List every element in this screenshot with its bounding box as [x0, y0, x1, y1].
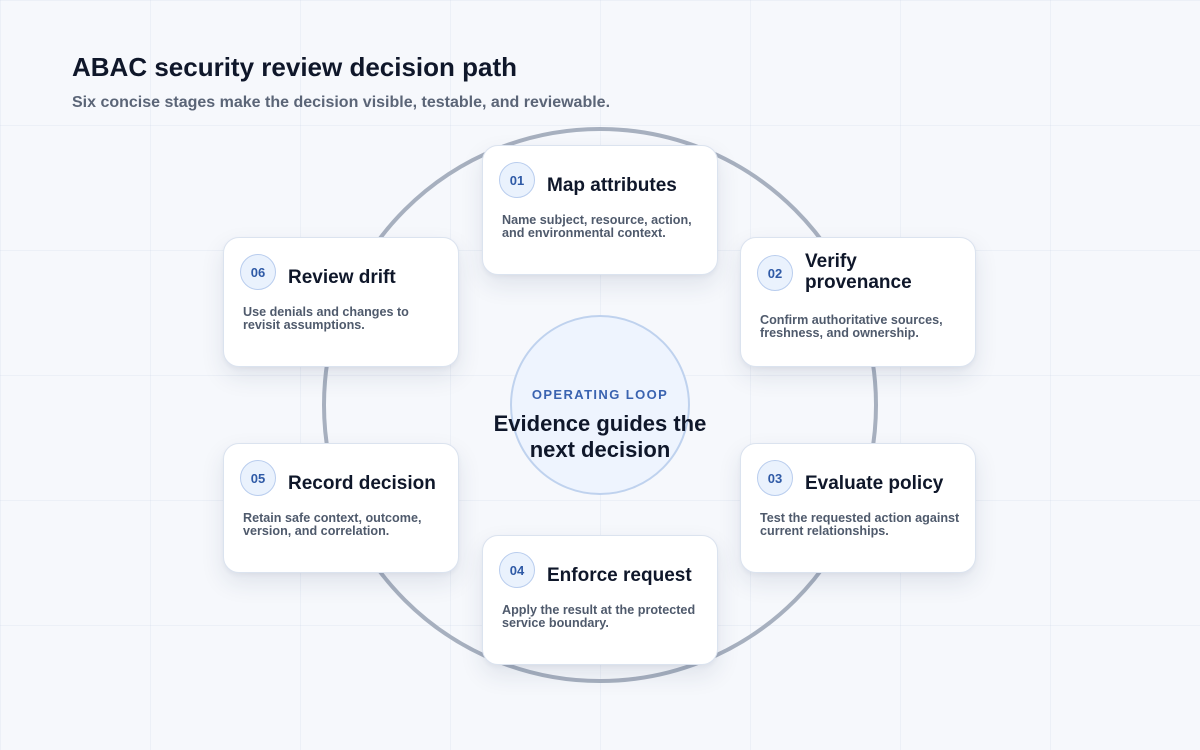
- stage-description: Confirm authoritative sources, freshness…: [760, 313, 943, 341]
- stage-description: Retain safe context, outcome, version, a…: [243, 511, 422, 539]
- loop-ring-circle: [322, 127, 878, 683]
- center-headline: Evidence guides the next decision: [493, 411, 707, 462]
- stage-number-badge: 06: [240, 254, 276, 290]
- stage-card-enforce-request: 04 Enforce request Apply the result at t…: [482, 535, 718, 665]
- stage-title: Review drift: [288, 267, 396, 288]
- stage-description: Test the requested action against curren…: [760, 511, 960, 539]
- stage-title: Map attributes: [547, 175, 677, 196]
- center-eyebrow: OPERATING LOOP: [531, 387, 669, 402]
- stage-description: Name subject, resource, action, and envi…: [502, 213, 692, 241]
- stage-number-badge: 04: [499, 552, 535, 588]
- stage-card-verify-provenance: 02 Verify provenance Confirm authoritati…: [740, 237, 976, 367]
- stage-description: Apply the result at the protected servic…: [502, 603, 696, 631]
- stage-number-badge: 05: [240, 460, 276, 496]
- page-subtitle: Six concise stages make the decision vis…: [72, 94, 611, 111]
- stage-card-map-attributes: 01 Map attributes Name subject, resource…: [482, 145, 718, 275]
- stage-description: Use denials and changes to revisit assum…: [243, 305, 409, 333]
- stage-title: Verify provenance: [805, 251, 912, 293]
- stage-card-record-decision: 05 Record decision Retain safe context, …: [223, 443, 459, 573]
- stage-card-evaluate-policy: 03 Evaluate policy Test the requested ac…: [740, 443, 976, 573]
- stage-card-review-drift: 06 Review drift Use denials and changes …: [223, 237, 459, 367]
- stage-number-badge: 03: [757, 460, 793, 496]
- stage-title: Enforce request: [547, 565, 692, 586]
- stage-title: Record decision: [288, 473, 436, 494]
- page-title: ABAC security review decision path: [72, 52, 518, 82]
- stage-title: Evaluate policy: [805, 473, 944, 494]
- center-hub: OPERATING LOOP Evidence guides the next …: [494, 315, 706, 495]
- stage-number-badge: 02: [757, 255, 793, 291]
- stage-number-badge: 01: [499, 162, 535, 198]
